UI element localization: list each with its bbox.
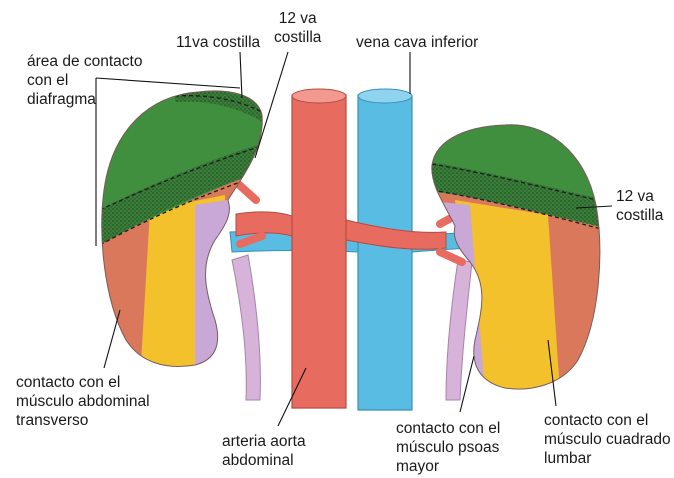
label-quadratus-contact: contacto con el músculo cuadrado lumbar <box>544 411 671 468</box>
label-rib-11: 11va costilla <box>176 33 260 52</box>
label-abdominal-aorta: arteria aorta abdominal <box>222 432 306 470</box>
label-rib-12-right: 12 va costilla <box>616 187 663 225</box>
label-rib-12-left: 12 va costilla <box>274 9 321 47</box>
label-psoas-contact: contacto con el músculo psoas mayor <box>396 419 500 476</box>
label-inferior-vena-cava: vena cava inferior <box>356 33 478 52</box>
left-ureter <box>232 255 260 400</box>
label-diaphragm-contact: área de contacto con el diafragma <box>27 52 142 109</box>
label-transversus-contact: contacto con el músculo abdominal transv… <box>16 373 150 430</box>
